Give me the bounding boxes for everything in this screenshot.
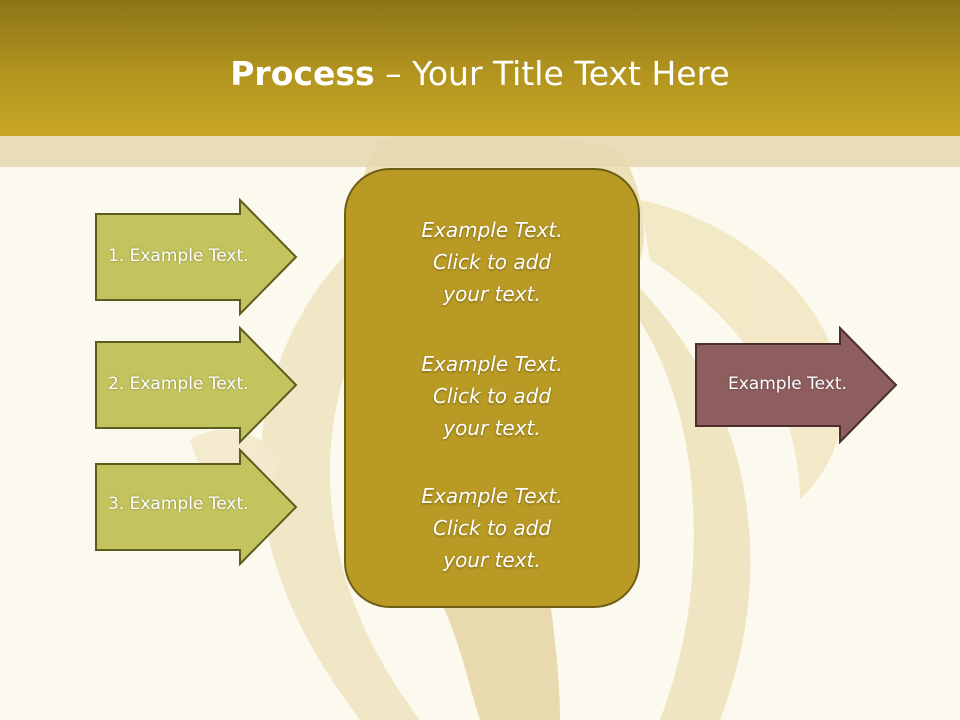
output-arrow-shape	[695, 326, 898, 444]
process-box-text-3-line3: your text.	[443, 548, 541, 572]
input-arrow-1-label[interactable]: 1. Example Text.	[108, 246, 249, 266]
process-box-text-3[interactable]: Example Text. Click to add your text.	[346, 480, 638, 576]
input-arrow-2[interactable]: 2. Example Text.	[94, 326, 300, 444]
process-box[interactable]: Example Text. Click to add your text. Ex…	[344, 168, 640, 608]
process-box-text-1-line2: Click to add	[432, 250, 552, 274]
output-arrow[interactable]: Example Text.	[694, 326, 900, 444]
process-box-text-1[interactable]: Example Text. Click to add your text.	[346, 214, 638, 310]
slide-title-bold: Process	[230, 54, 375, 93]
process-box-text-1-line1: Example Text.	[421, 218, 563, 242]
arrow-shape-1	[95, 198, 298, 316]
arrow-shape-2	[95, 326, 298, 444]
process-box-text-3-line1: Example Text.	[421, 484, 563, 508]
input-arrow-1[interactable]: 1. Example Text.	[94, 198, 300, 316]
process-box-text-2-line3: your text.	[443, 416, 541, 440]
input-arrow-3-label[interactable]: 3. Example Text.	[108, 494, 249, 514]
process-box-text-2-line2: Click to add	[432, 384, 552, 408]
title-banner: Process – Your Title Text Here	[0, 0, 960, 136]
title-underband	[0, 136, 960, 167]
process-box-text-1-line3: your text.	[443, 282, 541, 306]
process-box-text-3-line2: Click to add	[432, 516, 552, 540]
input-arrow-3[interactable]: 3. Example Text.	[94, 448, 300, 566]
output-arrow-label[interactable]: Example Text.	[728, 374, 847, 394]
arrow-shape-3	[95, 448, 298, 566]
input-arrow-2-label[interactable]: 2. Example Text.	[108, 374, 249, 394]
process-box-text-2[interactable]: Example Text. Click to add your text.	[346, 348, 638, 444]
slide-title-rest: – Your Title Text Here	[374, 54, 730, 93]
process-box-text-2-line1: Example Text.	[421, 352, 563, 376]
slide-title[interactable]: Process – Your Title Text Here	[0, 52, 960, 96]
